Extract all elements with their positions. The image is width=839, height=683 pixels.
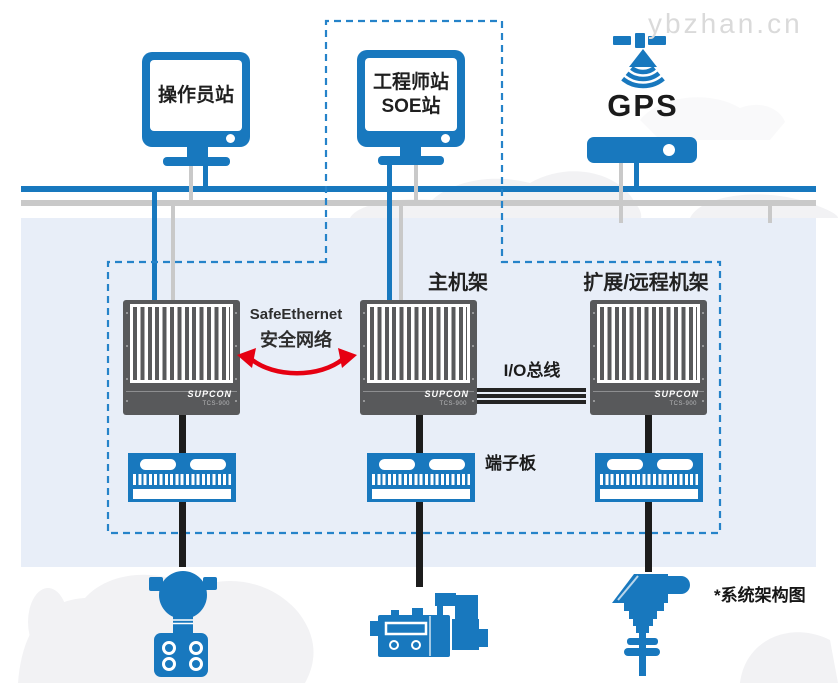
pressure-transmitter-icon — [149, 571, 217, 677]
valve-actuator-icon — [612, 574, 690, 676]
gps-receiver-icon — [587, 137, 697, 163]
operator-station-monitor-icon: 操作员站 — [142, 52, 250, 147]
rack-brand-label: SUPCON — [424, 389, 469, 399]
monitor-power-dot — [441, 134, 450, 143]
rack-card-slats — [133, 307, 230, 380]
gps-satellite-icon — [608, 33, 678, 89]
monitor-neck — [400, 147, 421, 157]
io-bus-line — [477, 394, 586, 398]
engineer-station-gray-link — [414, 163, 418, 203]
gps-blue-link — [634, 161, 639, 191]
rack-card-slats — [600, 307, 697, 380]
terminal-board-label: 端子板 — [485, 454, 536, 473]
rack-card-panel — [130, 304, 233, 383]
engineer-station-label-line1: 工程师站 — [372, 71, 449, 93]
extension-controller-rack-icon: SUPCON TCS-900 — [590, 300, 707, 415]
network-stub-link — [768, 203, 772, 223]
rack-card-slats — [370, 307, 467, 380]
monitor-base — [163, 157, 230, 166]
operator-station-label: 操作员站 — [157, 84, 234, 106]
operator-station-blue-link — [203, 163, 208, 191]
gps-label: GPS — [607, 88, 679, 123]
main-controller-rack-icon: SUPCON TCS-900 — [360, 300, 477, 415]
control-network-bus-gray — [21, 200, 816, 206]
io-bus-line — [477, 388, 586, 392]
engineer-station-monitor-icon: 工程师站 SOE站 — [357, 50, 465, 147]
main-rack-blue-link — [387, 163, 392, 302]
safe-ethernet-label: SafeEthernet 安全网络 — [238, 306, 354, 352]
safe-ethernet-line2: 安全网络 — [260, 330, 332, 350]
control-network-bus-blue — [21, 186, 816, 192]
monitor-base — [378, 156, 444, 165]
main-rack-title: 主机架 — [428, 272, 488, 294]
left-controller-rack-icon: SUPCON TCS-900 — [123, 300, 240, 415]
left-terminal-board-icon — [128, 453, 236, 502]
safe-ethernet-arrow-icon — [237, 348, 357, 376]
rack-groove — [126, 391, 237, 392]
gps-receiver-dot — [663, 144, 675, 156]
engineer-station-label-line2: SOE站 — [381, 95, 441, 117]
watermark-text: ybzhan.cn — [648, 8, 803, 39]
io-bus-label: I/O总线 — [503, 361, 561, 380]
left-rack-gray-link — [171, 203, 175, 302]
io-bus-line — [477, 400, 586, 404]
rack-brand-label: SUPCON — [187, 389, 232, 399]
monitor-power-dot — [226, 134, 235, 143]
rack-model-label: TCS-900 — [202, 401, 230, 407]
flow-meter-icon — [370, 593, 488, 657]
rack-model-label: TCS-900 — [669, 401, 697, 407]
rack-groove — [363, 391, 474, 392]
operator-station-screen: 操作员站 — [150, 60, 242, 131]
main-rack-gray-link — [399, 203, 403, 302]
main-terminal-board-icon — [367, 453, 475, 502]
extension-rack-title: 扩展/远程机架 — [583, 272, 709, 294]
safe-ethernet-line1: SafeEthernet — [249, 306, 343, 323]
rack-card-panel — [367, 304, 470, 383]
rack-card-panel — [597, 304, 700, 383]
rack-model-label: TCS-900 — [439, 401, 467, 407]
rack-groove — [593, 391, 704, 392]
left-rack-blue-link — [152, 190, 157, 302]
extension-terminal-board-icon — [595, 453, 703, 502]
engineer-station-screen: 工程师站 SOE站 — [365, 58, 457, 131]
rack-brand-label: SUPCON — [654, 389, 699, 399]
gps-gray-link — [619, 161, 623, 223]
monitor-neck — [187, 147, 208, 158]
diagram-caption: *系统架构图 — [714, 586, 806, 605]
operator-station-gray-link — [189, 163, 193, 203]
